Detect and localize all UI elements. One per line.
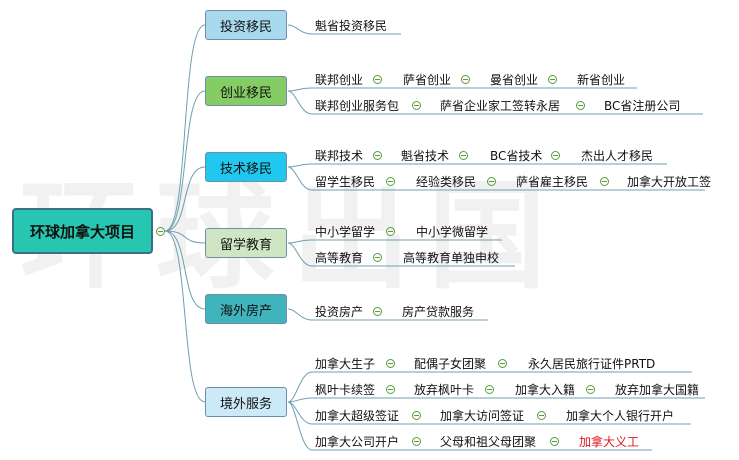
leaf-item[interactable]: 魁省技术 (401, 149, 450, 163)
leaf-item[interactable]: 投资房产 (315, 305, 364, 319)
leaf-item[interactable]: 加拿大生子 (315, 357, 376, 371)
category-node-real-estate[interactable]: 海外房产 (205, 294, 287, 324)
leaf-item[interactable]: BC省注册公司 (604, 99, 681, 113)
collapse-icon[interactable] (412, 101, 421, 110)
collapse-icon[interactable] (373, 307, 382, 316)
leaf-item[interactable]: 放弃枫叶卡 (414, 383, 475, 397)
leaf-item[interactable]: 配偶子女团聚 (414, 357, 487, 371)
connector-line (164, 90, 206, 232)
category-node-startup[interactable]: 创业移民 (205, 76, 287, 106)
category-node-skilled[interactable]: 技术移民 (205, 152, 287, 182)
collapse-icon[interactable] (459, 151, 468, 160)
connector-line (287, 87, 313, 92)
connector-line (287, 401, 313, 451)
collapse-icon[interactable] (487, 177, 496, 186)
category-node-investment[interactable]: 投资移民 (205, 10, 287, 40)
root-collapse-icon[interactable] (156, 227, 165, 236)
root-node[interactable]: 环球加拿大项目 (12, 208, 153, 254)
category-node-education[interactable]: 留学教育 (205, 228, 287, 258)
connector-line (164, 230, 206, 403)
connector-line (287, 397, 313, 403)
leaf-item[interactable]: 杰出人才移民 (581, 149, 654, 163)
collapse-icon[interactable] (373, 151, 382, 160)
collapse-icon[interactable] (373, 75, 382, 84)
leaf-item[interactable]: 父母和祖父母团聚 (440, 435, 537, 449)
leaf-item[interactable]: 加拿大入籍 (515, 383, 576, 397)
collapse-icon[interactable] (550, 437, 559, 446)
leaf-item[interactable]: 魁省投资移民 (315, 19, 388, 33)
collapse-icon[interactable] (586, 385, 595, 394)
collapse-icon[interactable] (600, 177, 609, 186)
connector-line (287, 166, 313, 191)
leaf-item[interactable]: 萨省雇主移民 (516, 175, 589, 189)
connector-line (287, 371, 313, 403)
collapse-icon[interactable] (412, 437, 421, 446)
connector-line (164, 230, 206, 244)
connector-line (164, 166, 206, 232)
leaf-item[interactable]: 中小学微留学 (416, 225, 489, 239)
connector-line (287, 24, 313, 35)
leaf-item[interactable]: 加拿大访问签证 (440, 409, 525, 423)
leaf-item[interactable]: 萨省企业家工签转永居 (440, 99, 561, 113)
leaf-item[interactable]: 新省创业 (577, 73, 626, 87)
leaf-item[interactable]: 曼省创业 (490, 73, 539, 87)
leaf-item[interactable]: 萨省创业 (403, 73, 452, 87)
leaf-item[interactable]: 房产贷款服务 (402, 305, 475, 319)
leaf-item[interactable]: 加拿大义工 (579, 435, 640, 449)
collapse-icon[interactable] (386, 385, 395, 394)
collapse-icon[interactable] (537, 411, 546, 420)
leaf-item[interactable]: 经验类移民 (416, 175, 477, 189)
collapse-icon[interactable] (373, 253, 382, 262)
connector-line (287, 242, 313, 267)
leaf-item[interactable]: 高等教育单独申校 (403, 251, 500, 265)
collapse-icon[interactable] (412, 411, 421, 420)
collapse-icon[interactable] (548, 75, 557, 84)
collapse-icon[interactable] (461, 75, 470, 84)
connector-line (287, 163, 313, 168)
collapse-icon[interactable] (576, 101, 585, 110)
leaf-item[interactable]: 加拿大公司开户 (315, 435, 400, 449)
category-node-overseas-services[interactable]: 境外服务 (205, 387, 287, 417)
collapse-icon[interactable] (386, 359, 395, 368)
leaf-item[interactable]: 留学生移民 (315, 175, 376, 189)
collapse-icon[interactable] (485, 385, 494, 394)
collapse-icon[interactable] (498, 359, 507, 368)
leaf-item[interactable]: 高等教育 (315, 251, 364, 265)
connector-line (164, 230, 206, 310)
connector-line (164, 24, 206, 232)
leaf-item[interactable]: 枫叶卡续签 (315, 383, 376, 397)
leaf-item[interactable]: 联邦创业 (315, 73, 364, 87)
leaf-item[interactable]: 永久居民旅行证件PRTD (528, 357, 656, 371)
connector-line (287, 90, 313, 115)
leaf-item[interactable]: BC省技术 (490, 149, 543, 163)
leaf-item[interactable]: 放弃加拿大国籍 (615, 383, 700, 397)
connector-line (287, 308, 313, 321)
leaf-item[interactable]: 联邦技术 (315, 149, 364, 163)
leaf-item[interactable]: 加拿大个人银行开户 (566, 409, 675, 423)
leaf-item[interactable]: 加拿大超级签证 (315, 409, 400, 423)
leaf-item[interactable]: 加拿大开放工签 (627, 175, 712, 189)
connector-line (287, 239, 313, 244)
leaf-item[interactable]: 中小学留学 (315, 225, 376, 239)
collapse-icon[interactable] (551, 151, 560, 160)
collapse-icon[interactable] (386, 227, 395, 236)
collapse-icon[interactable] (386, 177, 395, 186)
leaf-item[interactable]: 联邦创业服务包 (315, 99, 400, 113)
